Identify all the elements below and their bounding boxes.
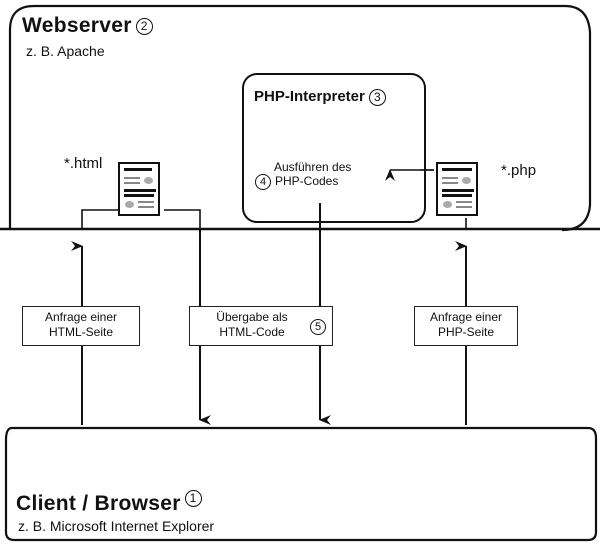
- client-title-text: Client / Browser: [16, 492, 181, 515]
- step-badge-2: 2: [135, 17, 153, 35]
- php-interpreter-title-text: PHP-Interpreter: [254, 88, 365, 105]
- php-file-icon: [436, 162, 478, 216]
- webserver-box: [8, 4, 592, 232]
- request-php-line2: PHP-Seite: [437, 325, 495, 339]
- request-html-line1: Anfrage einer: [44, 310, 118, 324]
- request-html-line2: HTML-Seite: [48, 325, 113, 339]
- html-file-label: *.html: [64, 155, 103, 172]
- webserver-subtitle: z. B. Apache: [26, 43, 105, 59]
- html-file-icon: [118, 162, 160, 216]
- php-action-line2: PHP-Codes: [275, 174, 339, 189]
- step-badge-5: 5: [310, 319, 326, 335]
- client-subtitle: z. B. Microsoft Internet Explorer: [18, 518, 215, 534]
- request-php-line1: Anfrage einer: [429, 310, 503, 324]
- step-badge-1: 1: [184, 490, 202, 507]
- html-file-bracket: [81, 209, 201, 229]
- handover-line1: Übergabe als: [216, 310, 288, 324]
- php-interpreter-box: [242, 73, 426, 223]
- webserver-title-text: Webserver: [22, 14, 132, 37]
- step-badge-4: 4: [255, 174, 271, 190]
- php-action-line2-row: 4 PHP-Codes: [255, 174, 338, 190]
- handover-line2: HTML-Code: [219, 325, 285, 339]
- client-box: [4, 426, 598, 542]
- php-action-line1: Ausführen des: [274, 160, 352, 174]
- step-badge-3: 3: [368, 88, 386, 106]
- handover-label: Übergabe als HTML-Code 5: [189, 306, 333, 346]
- php-file-label: *.php: [501, 162, 537, 179]
- request-php-label: Anfrage einer PHP-Seite: [414, 306, 518, 346]
- request-html-label: Anfrage einer HTML-Seite: [22, 306, 140, 346]
